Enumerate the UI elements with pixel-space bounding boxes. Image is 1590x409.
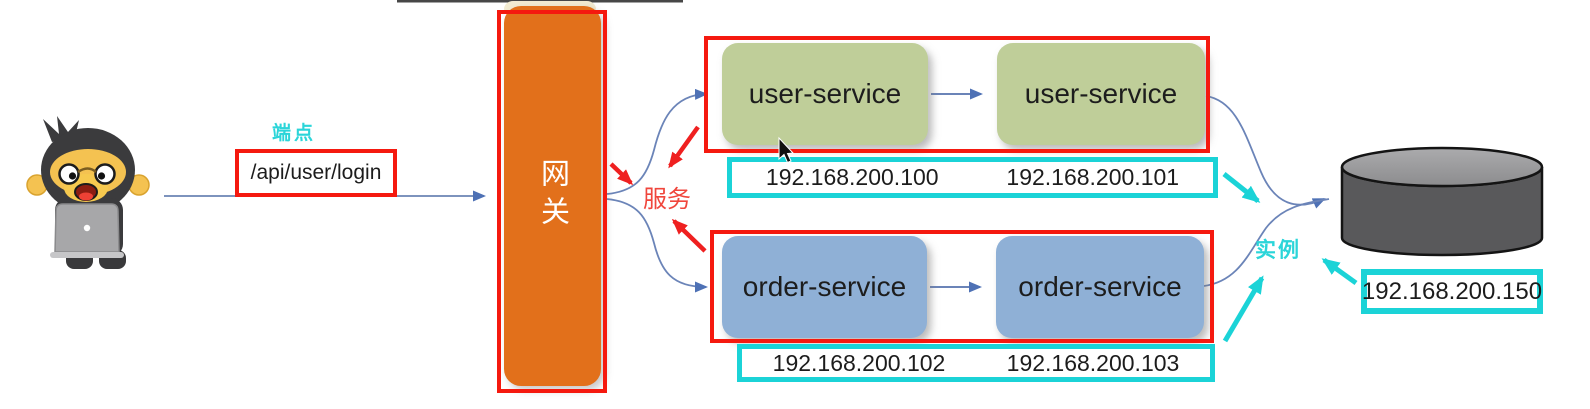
gateway-label: 网关: [536, 158, 569, 234]
ip-label: 192.168.200.102: [772, 349, 946, 376]
ip-label: 192.168.200.103: [1006, 349, 1180, 376]
order-service-node-1: order-service: [722, 236, 927, 338]
instance-tag: 实例: [1255, 239, 1301, 262]
red-annotation-arrow-top: [668, 125, 700, 169]
database-cylinder-icon: [1340, 146, 1544, 257]
order-service-ip-bar: 192.168.200.102 192.168.200.103: [737, 344, 1215, 382]
gateway-highlight-frame: [497, 10, 607, 393]
service-tag: 服务: [643, 186, 691, 213]
user-service-node-2: user-service: [997, 43, 1205, 145]
ip-label: 192.168.200.100: [765, 164, 939, 190]
order-service-highlight-frame: [710, 230, 1214, 343]
cyan-annotation-arrow-database: [1321, 257, 1358, 286]
endpoint-tag: 端点: [272, 123, 317, 144]
red-annotation-arrow-left: [609, 162, 634, 186]
user-service-ip-bar: 192.168.200.100 192.168.200.101: [727, 157, 1218, 198]
user-service-to-database-connector: [1205, 95, 1326, 209]
cyan-annotation-arrow-order: [1222, 275, 1265, 343]
ip-label: 192.168.200.101: [1006, 164, 1180, 190]
top-edge-artifact: [397, 0, 683, 3]
red-annotation-arrow-bottom: [671, 218, 707, 253]
gateway-box: 网关: [504, 6, 601, 386]
user-service-highlight-frame: [704, 36, 1210, 153]
database-ip-box: 192.168.200.150: [1361, 269, 1543, 314]
monkey-developer-icon: [26, 116, 150, 269]
user-service-node-1: user-service: [722, 43, 928, 145]
order-service-node-2: order-service: [996, 236, 1204, 338]
endpoint-box: /api/user/login: [235, 149, 397, 197]
cyan-annotation-arrow-user: [1222, 172, 1261, 203]
